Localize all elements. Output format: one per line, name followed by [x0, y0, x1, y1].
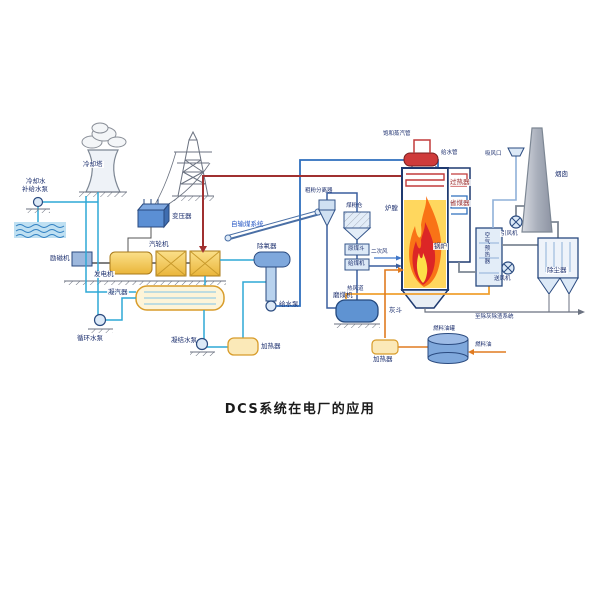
- label-separator: 粗粉分离器: [305, 188, 333, 194]
- page-title: DCS系统在电厂的应用: [224, 402, 376, 417]
- generator-train: [64, 250, 226, 285]
- label-exciter: 励磁机: [50, 254, 70, 262]
- dust-collector: [537, 237, 579, 312]
- label-coal-mill: 磨煤机: [333, 291, 353, 299]
- label-feedwater-pipe: 给水管: [441, 150, 458, 156]
- air-intake: [492, 147, 525, 228]
- label-fuel-oil: 燃料油: [475, 342, 492, 348]
- label-superheater: 过热器: [449, 178, 471, 187]
- id-fan: [509, 215, 523, 229]
- label-id-fan: 引风机: [500, 231, 519, 238]
- label-fuel-tank: 燃料油罐: [433, 326, 456, 332]
- label-fd-fan: 送风机: [494, 276, 511, 282]
- boiler-furnace: [400, 139, 471, 309]
- label-deaerator: 除氧器: [257, 242, 277, 250]
- label-ash-system: 至除灰除渣系统: [475, 314, 514, 320]
- label-condenser: 凝汽器: [107, 288, 129, 297]
- label-coal-feeder: 给煤机: [348, 261, 365, 267]
- condensate-pump: [190, 337, 215, 356]
- ash-line: [424, 308, 585, 315]
- transformer: [136, 199, 171, 229]
- label-condensate-pump: 凝结水泵: [171, 336, 197, 344]
- label-feed-pump: 给水泵: [279, 300, 299, 308]
- label-circulating-pump: 循环水泵: [77, 334, 103, 342]
- main-steam-pipe: [199, 175, 402, 253]
- coal-system: [224, 192, 402, 328]
- deaerator: [253, 251, 291, 312]
- river: [14, 222, 66, 238]
- label-hot-air-duct: 热风道: [347, 286, 364, 292]
- label-secondary-air: 二次风: [371, 249, 388, 255]
- circulating-pump: [88, 313, 113, 333]
- label-dust-collector: 除尘器: [546, 266, 568, 275]
- electrical-lines: [127, 227, 152, 252]
- label-raw-coal-hopper: 原煤斗: [348, 246, 365, 252]
- label-oil-heater: 加热器: [373, 355, 393, 363]
- label-turbine: 汽轮机: [149, 240, 169, 248]
- label-chimney: 烟囱: [555, 170, 568, 178]
- label-coal-bunker: 煤粉仓: [346, 203, 363, 209]
- label-cooling-tower: 冷却塔: [82, 160, 104, 169]
- label-coal-conveyor: 自输煤系统: [231, 220, 264, 228]
- label-transformer: 变压器: [172, 212, 192, 220]
- label-saturated-steam-pipe: 饱和蒸汽管: [383, 131, 411, 137]
- hot-air-duct: [345, 286, 490, 299]
- label-air-intake: 吸风口: [485, 151, 502, 157]
- label-economizer: 省煤器: [449, 199, 471, 208]
- fuel-oil-system: [371, 267, 506, 364]
- label-lp-heater: 加热器: [261, 342, 281, 350]
- label-furnace: 炉膛: [385, 204, 398, 212]
- lp-heater: [227, 337, 259, 356]
- label-ash-hopper: 灰斗: [389, 306, 402, 314]
- makeup-pump: [26, 196, 98, 222]
- label-boiler: 锅炉: [433, 242, 448, 251]
- condensate-pipes: [203, 259, 266, 348]
- label-generator: 发电机: [93, 270, 115, 279]
- chimney: [521, 127, 553, 233]
- feedwater-pipe: [276, 159, 439, 307]
- air-preheater: [475, 227, 503, 287]
- fd-fan: [501, 261, 515, 275]
- label-makeup-pump: 补给水泵: [22, 185, 48, 193]
- flue-ducts: [458, 205, 559, 273]
- label-air-preheater: 空气预热器: [483, 232, 490, 265]
- power-pylon: [151, 130, 214, 211]
- label-cooling-water: 冷却水: [26, 177, 46, 185]
